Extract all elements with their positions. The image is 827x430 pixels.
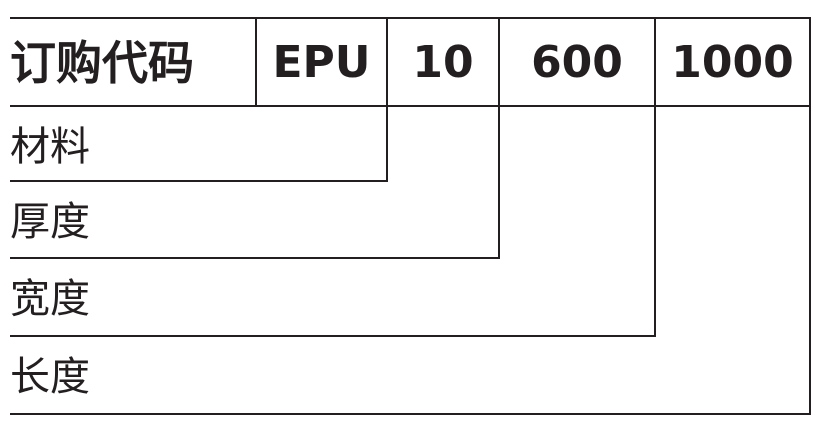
material-label: 材料 (10, 124, 90, 170)
thickness-row-line (10, 257, 500, 259)
width-label: 宽度 (10, 276, 90, 322)
material-bracket-vertical (386, 17, 388, 182)
width-row-line (10, 335, 656, 337)
width-code-value: 600 (531, 36, 623, 88)
length-bracket-vertical (809, 17, 811, 415)
length-label: 长度 (10, 354, 90, 400)
thickness-code-value: 10 (412, 36, 474, 88)
material-code-value: EPU (272, 36, 371, 88)
length-code-value: 1000 (671, 36, 794, 88)
header-bottom-border (10, 105, 811, 107)
material-row-line (10, 180, 388, 182)
thickness-label: 厚度 (10, 199, 90, 245)
thickness-bracket-vertical (498, 17, 500, 259)
header-top-border (10, 17, 811, 19)
length-row-line (10, 413, 811, 415)
width-bracket-vertical (654, 17, 656, 337)
header-divider-1 (255, 17, 257, 107)
order-code-label: 订购代码 (10, 35, 194, 90)
